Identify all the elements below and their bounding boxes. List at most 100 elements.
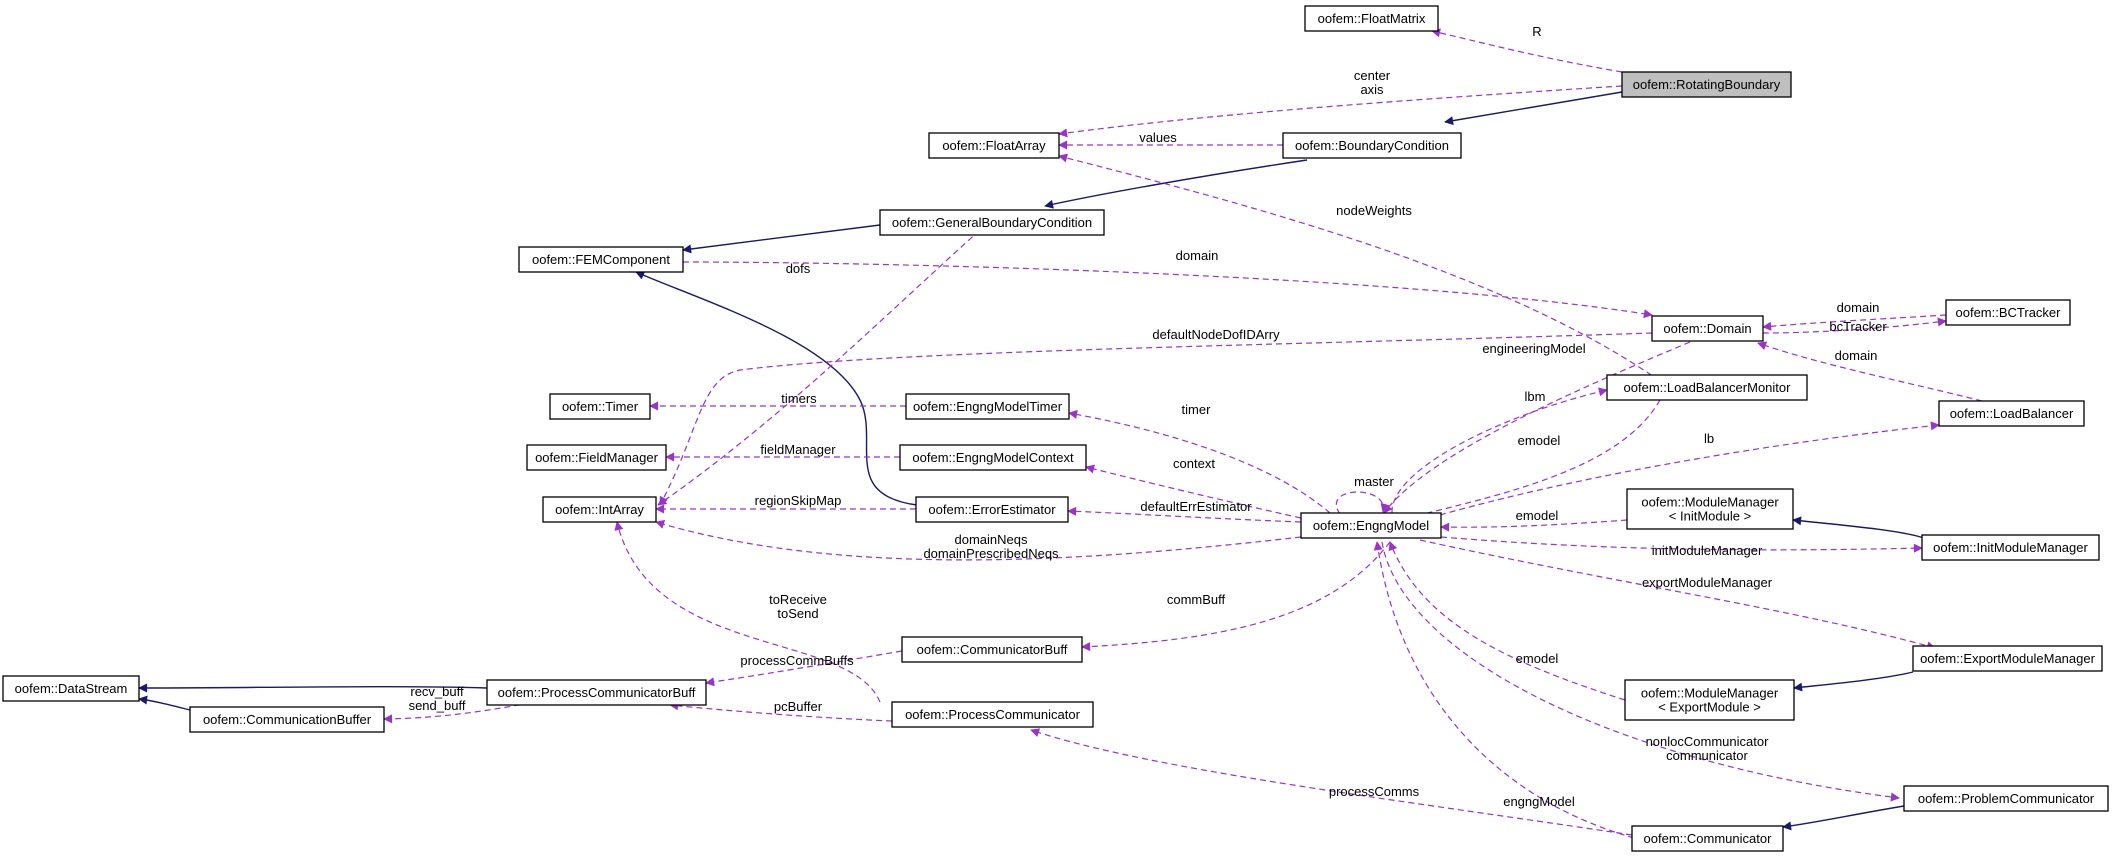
class-node-engngmodel[interactable]: oofem::EngngModel: [1300, 512, 1442, 539]
class-node-communicatorbuff[interactable]: oofem::CommunicatorBuff: [901, 636, 1083, 663]
class-node-label: oofem::ProblemCommunicator: [1918, 791, 2095, 806]
nodes-layer: oofem::FloatMatrixoofem::RotatingBoundar…: [2, 5, 2109, 852]
class-node-label: oofem::FloatArray: [942, 138, 1046, 153]
edge-labels-layer: RcenteraxisvaluesnodeWeightsdomaindofsdo…: [409, 24, 1888, 809]
use-edge-emodel-export: [1388, 541, 1626, 701]
class-node-errorestimator[interactable]: oofem::ErrorEstimator: [915, 496, 1069, 523]
class-node-rotatingboundary[interactable]: oofem::RotatingBoundary: [1621, 71, 1792, 98]
class-node-box: [549, 393, 651, 420]
class-node-box: [2, 675, 140, 702]
class-node-domain[interactable]: oofem::Domain: [1651, 315, 1764, 342]
class-node-box: [1945, 299, 2071, 326]
edge-label-defaultErrEstimator: defaultErrEstimator: [1140, 499, 1252, 514]
class-node-label: oofem::EngngModelContext: [912, 450, 1074, 465]
class-node-engngmodelcontext[interactable]: oofem::EngngModelContext: [899, 444, 1087, 471]
edge-label-center-axis: center: [1354, 68, 1391, 83]
class-node-box: [542, 496, 657, 523]
use-edge-lbm: [1391, 387, 1608, 514]
class-node-bctracker[interactable]: oofem::BCTracker: [1945, 299, 2071, 326]
class-node-box: [1300, 512, 1442, 539]
class-node-box: [518, 246, 684, 273]
class-node-label: oofem::InitModuleManager: [1933, 540, 2088, 555]
use-edge-engngModel: [1373, 541, 1635, 839]
class-node-datastream[interactable]: oofem::DataStream: [2, 675, 140, 702]
class-node-label: oofem::FloatMatrix: [1318, 11, 1426, 26]
edge-label-timers: timers: [781, 391, 817, 406]
class-node-box: [915, 496, 1069, 523]
class-node-timer[interactable]: oofem::Timer: [549, 393, 651, 420]
use-edge-dofs: [657, 229, 981, 506]
edge-label-nonloc: communicator: [1666, 748, 1748, 763]
edge-label-processCommBuffs: processCommBuffs: [740, 653, 854, 668]
use-edge-toReceive: [614, 521, 881, 703]
class-node-engngmodeltimer[interactable]: oofem::EngngModelTimer: [905, 393, 1070, 420]
edge-label-nonloc: nonlocCommunicator: [1646, 734, 1770, 749]
class-node-fieldmanager[interactable]: oofem::FieldManager: [526, 444, 667, 471]
class-node-lbmonitor[interactable]: oofem::LoadBalancerMonitor: [1606, 374, 1808, 401]
class-node-box: [1304, 5, 1439, 32]
use-edge-domain-fem: [682, 261, 1653, 319]
class-node-commbuffer[interactable]: oofem::CommunicationBuffer: [189, 706, 385, 733]
use-edge-initModuleManager: [1440, 536, 1923, 553]
class-node-label: oofem::RotatingBoundary: [1633, 77, 1781, 92]
edge-label-nodeWeights: nodeWeights: [1336, 203, 1412, 218]
use-edge-domainNeqs: [655, 520, 1302, 561]
edge-label-lbm: lbm: [1525, 389, 1546, 404]
class-node-floatarray[interactable]: oofem::FloatArray: [928, 132, 1060, 159]
edge-label-engngModel: engngModel: [1503, 794, 1575, 809]
class-node-mm-init[interactable]: oofem::ModuleManager< InitModule >: [1626, 488, 1794, 530]
class-node-label: oofem::EngngModel: [1313, 518, 1429, 533]
edge-label-processComms: processComms: [1329, 784, 1420, 799]
class-node-label: oofem::BCTracker: [1956, 305, 2062, 320]
edge-label-toReceive: toSend: [777, 606, 818, 621]
edge-label-pcBuffer: pcBuffer: [774, 699, 823, 714]
class-node-label: oofem::FEMComponent: [532, 252, 670, 267]
class-node-box: [1631, 825, 1784, 852]
use-edge-recv-send-buff: [383, 702, 531, 724]
use-edge-domain-lb: [1757, 341, 1983, 402]
inherit-edge-commbuffer-datastream: [138, 695, 191, 711]
class-node-box: [1921, 534, 2100, 561]
class-node-communicator[interactable]: oofem::Communicator: [1631, 825, 1784, 852]
class-node-boundarycondition[interactable]: oofem::BoundaryCondition: [1282, 132, 1462, 159]
class-node-intarray[interactable]: oofem::IntArray: [542, 496, 657, 523]
class-node-generalbc[interactable]: oofem::GeneralBoundaryCondition: [879, 209, 1105, 236]
class-node-label: oofem::ProcessCommunicatorBuff: [498, 685, 696, 700]
edge-label-domain-lb: domain: [1835, 348, 1878, 363]
edge-label-toReceive: toReceive: [769, 592, 827, 607]
class-node-label: oofem::FieldManager: [535, 450, 659, 465]
edge-label-engineeringModel: engineeringModel: [1482, 341, 1585, 356]
class-node-initmm[interactable]: oofem::InitModuleManager: [1921, 534, 2100, 561]
class-node-floatmatrix[interactable]: oofem::FloatMatrix: [1304, 5, 1439, 32]
class-node-box: [1282, 132, 1462, 159]
class-node-processcomm[interactable]: oofem::ProcessCommunicator: [891, 701, 1094, 728]
class-node-loadbalancer[interactable]: oofem::LoadBalancer: [1938, 400, 2085, 427]
inherit-edge-pcbuff-datastream: [138, 683, 488, 693]
inherit-edge-generalbc-femcomponent: [682, 224, 881, 254]
edge-label-timer: timer: [1182, 402, 1212, 417]
class-node-box: [1621, 71, 1792, 98]
class-node-box: [891, 701, 1094, 728]
class-node-label: oofem::ModuleManager: [1641, 686, 1779, 701]
edge-label-dofs: dofs: [786, 261, 811, 276]
class-node-exportmm[interactable]: oofem::ExportModuleManager: [1912, 645, 2103, 672]
class-node-box: [1624, 679, 1795, 721]
edge-label-context: context: [1173, 456, 1215, 471]
use-edge-exportModuleManager: [1419, 539, 1936, 651]
edge-label-domainNeqs: domainPrescribedNeqs: [923, 546, 1059, 561]
class-node-femcomponent[interactable]: oofem::FEMComponent: [518, 246, 684, 273]
edge-label-values: values: [1139, 130, 1177, 145]
class-node-pcbuff[interactable]: oofem::ProcessCommunicatorBuff: [486, 679, 707, 706]
class-node-problemcomm[interactable]: oofem::ProblemCommunicator: [1903, 785, 2109, 812]
use-edge-emodel-init: [1440, 519, 1628, 532]
class-node-label: oofem::LoadBalancer: [1950, 406, 2074, 421]
class-node-mm-export[interactable]: oofem::ModuleManager< ExportModule >: [1624, 679, 1795, 721]
class-node-box: [189, 706, 385, 733]
edge-label-recv-send-buff: send_buff: [409, 698, 466, 713]
class-node-label: oofem::IntArray: [555, 502, 644, 517]
edge-label-domain-bct: domain: [1837, 300, 1880, 315]
use-edge-pcBuffer: [669, 701, 893, 722]
edge-label-defaultNodeDofIDArry: defaultNodeDofIDArry: [1152, 327, 1280, 342]
class-node-box: [526, 444, 667, 471]
